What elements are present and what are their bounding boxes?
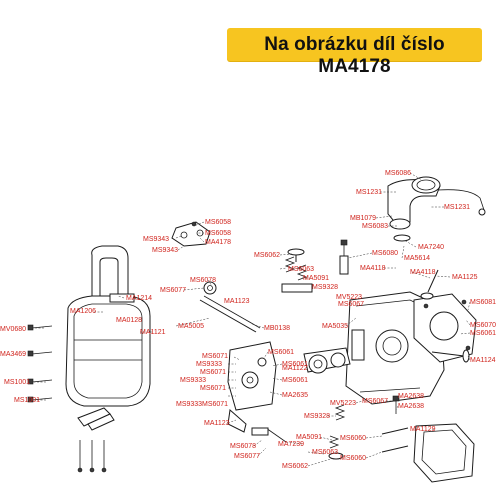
callout-ma2638: MA2638 (398, 393, 424, 400)
callout-ma1214: MA1214 (126, 295, 152, 302)
callout-ms6071: MS6071 (202, 353, 228, 360)
callout-ma5091: MA5091 (296, 434, 322, 441)
rocker-shaft-drawing (199, 281, 261, 333)
callout-ma1129: MA1129 (410, 426, 436, 433)
callout-ms6058: MS6058 (205, 230, 231, 237)
callout-ms6060: MS6060 (340, 435, 366, 442)
lower-springs-drawing (328, 404, 346, 460)
callout-ma0128: MA0128 (116, 317, 142, 324)
callout-ma1123: MA1123 (204, 420, 230, 427)
callout-ms6063: MS6063 (312, 449, 338, 456)
callout-ms1001: MS1001 (14, 397, 40, 404)
callout-ma4118: MA4118 (360, 265, 386, 272)
callout-mb1079: MB1079 (350, 215, 376, 222)
part-number-banner: Na obrázku díl číslo MA4178 (227, 28, 482, 77)
callout-ms6081: MS6081 (470, 299, 496, 306)
callout-ms6061: MS6061 (282, 361, 308, 368)
callout-ma7239: MA7239 (278, 441, 304, 448)
callout-ms6078: MS6078 (230, 443, 256, 450)
callout-ma1123: MA1123 (224, 298, 250, 305)
head-gasket-drawing (413, 293, 477, 363)
rocker-bracket-drawing (171, 221, 211, 247)
callout-ms6061: MS6061 (282, 377, 308, 384)
callout-ms9333: MS9333 (176, 401, 202, 408)
callout-ms9333: MS9333 (180, 377, 206, 384)
callout-ms6067: MS6067 (338, 301, 364, 308)
rocker-arm-assembly-drawing (227, 341, 287, 443)
callout-ms6067: MS6067 (362, 398, 388, 405)
callout-ms9343: MS9343 (152, 247, 178, 254)
intake-manifold-drawing (387, 176, 486, 242)
valve-cover-drawing (65, 245, 151, 407)
callout-ms6086: MS6086 (385, 170, 411, 177)
callout-ma1206: MA1206 (70, 308, 96, 315)
callout-ma2635: MA2635 (282, 392, 308, 399)
callout-ma7240: MA7240 (418, 244, 444, 251)
camshaft-drawing (303, 347, 351, 374)
cylinder-head-drawing (345, 291, 445, 405)
callout-ms6071: MS6071 (200, 369, 226, 376)
callout-ms6062: MS6062 (254, 252, 280, 259)
valve-springs-drawing (281, 248, 313, 293)
callout-labels: MS6086 MS1231 MS1231 MB1079 MS6083 MS605… (0, 170, 496, 470)
callout-ma1124: MA1124 (470, 357, 496, 364)
callout-ma5035: MA5035 (322, 323, 348, 330)
callout-ms6071: MS6071 (200, 385, 226, 392)
callout-ms9328: MS9328 (312, 284, 338, 291)
valve-cover-gasket-drawing (413, 423, 475, 483)
callout-ma3469: MA3469 (0, 351, 26, 358)
callout-ms1231: MS1231 (356, 189, 382, 196)
callout-ma5091: MA5091 (303, 275, 329, 282)
callout-ma5005: MA5005 (178, 323, 204, 330)
callout-ms6083: MS6083 (362, 223, 388, 230)
callout-ms6061: MS6061 (268, 349, 294, 356)
callout-ma4118: MA4118 (410, 269, 436, 276)
callout-ms1001: MS1001 (4, 379, 30, 386)
callout-ma4178: MA4178 (205, 239, 231, 246)
callout-ma5614: MA5614 (404, 255, 430, 262)
callout-ms6070: MS6070 (470, 322, 496, 329)
callout-ms6060: MS6060 (340, 455, 366, 462)
callout-mv0680: MV0680 (0, 326, 26, 333)
callout-ms9333: MS9333 (196, 361, 222, 368)
callout-ms6063: MS6063 (288, 266, 314, 273)
callout-mv5223: MV5223 (330, 400, 356, 407)
callout-mb0138: MB0138 (264, 325, 290, 332)
leader-lines (34, 172, 471, 467)
callout-mv5223: MV5223 (336, 294, 362, 301)
callout-ma1122: MA1122 (282, 365, 308, 372)
callout-ma1125: MA1125 (452, 274, 478, 281)
callout-ms6062: MS6062 (282, 463, 308, 470)
callout-ms6061: MS6061 (470, 330, 496, 337)
callout-ma2638: MA2638 (398, 403, 424, 410)
callout-ma1121: MA1121 (140, 329, 166, 336)
valve-drawing (420, 269, 470, 363)
callout-ms6077: MS6077 (160, 287, 186, 294)
callout-ms6078: MS6078 (190, 277, 216, 284)
callout-ms6058: MS6058 (205, 219, 231, 226)
callout-ms6071: MS6071 (202, 401, 228, 408)
callout-ms6080: MS6080 (372, 250, 398, 257)
callout-ms9328: MS9328 (304, 413, 330, 420)
spark-plug-drawing (339, 239, 349, 275)
callout-ms1231: MS1231 (444, 204, 470, 211)
gasket-drawing (77, 407, 115, 473)
banner-title: Na obrázku díl číslo MA4178 (264, 34, 445, 77)
callout-ms6077: MS6077 (234, 453, 260, 460)
bolts-left-drawing (27, 324, 53, 403)
lower-valves-drawing (381, 395, 409, 453)
callout-ms9343: MS9343 (143, 236, 169, 243)
